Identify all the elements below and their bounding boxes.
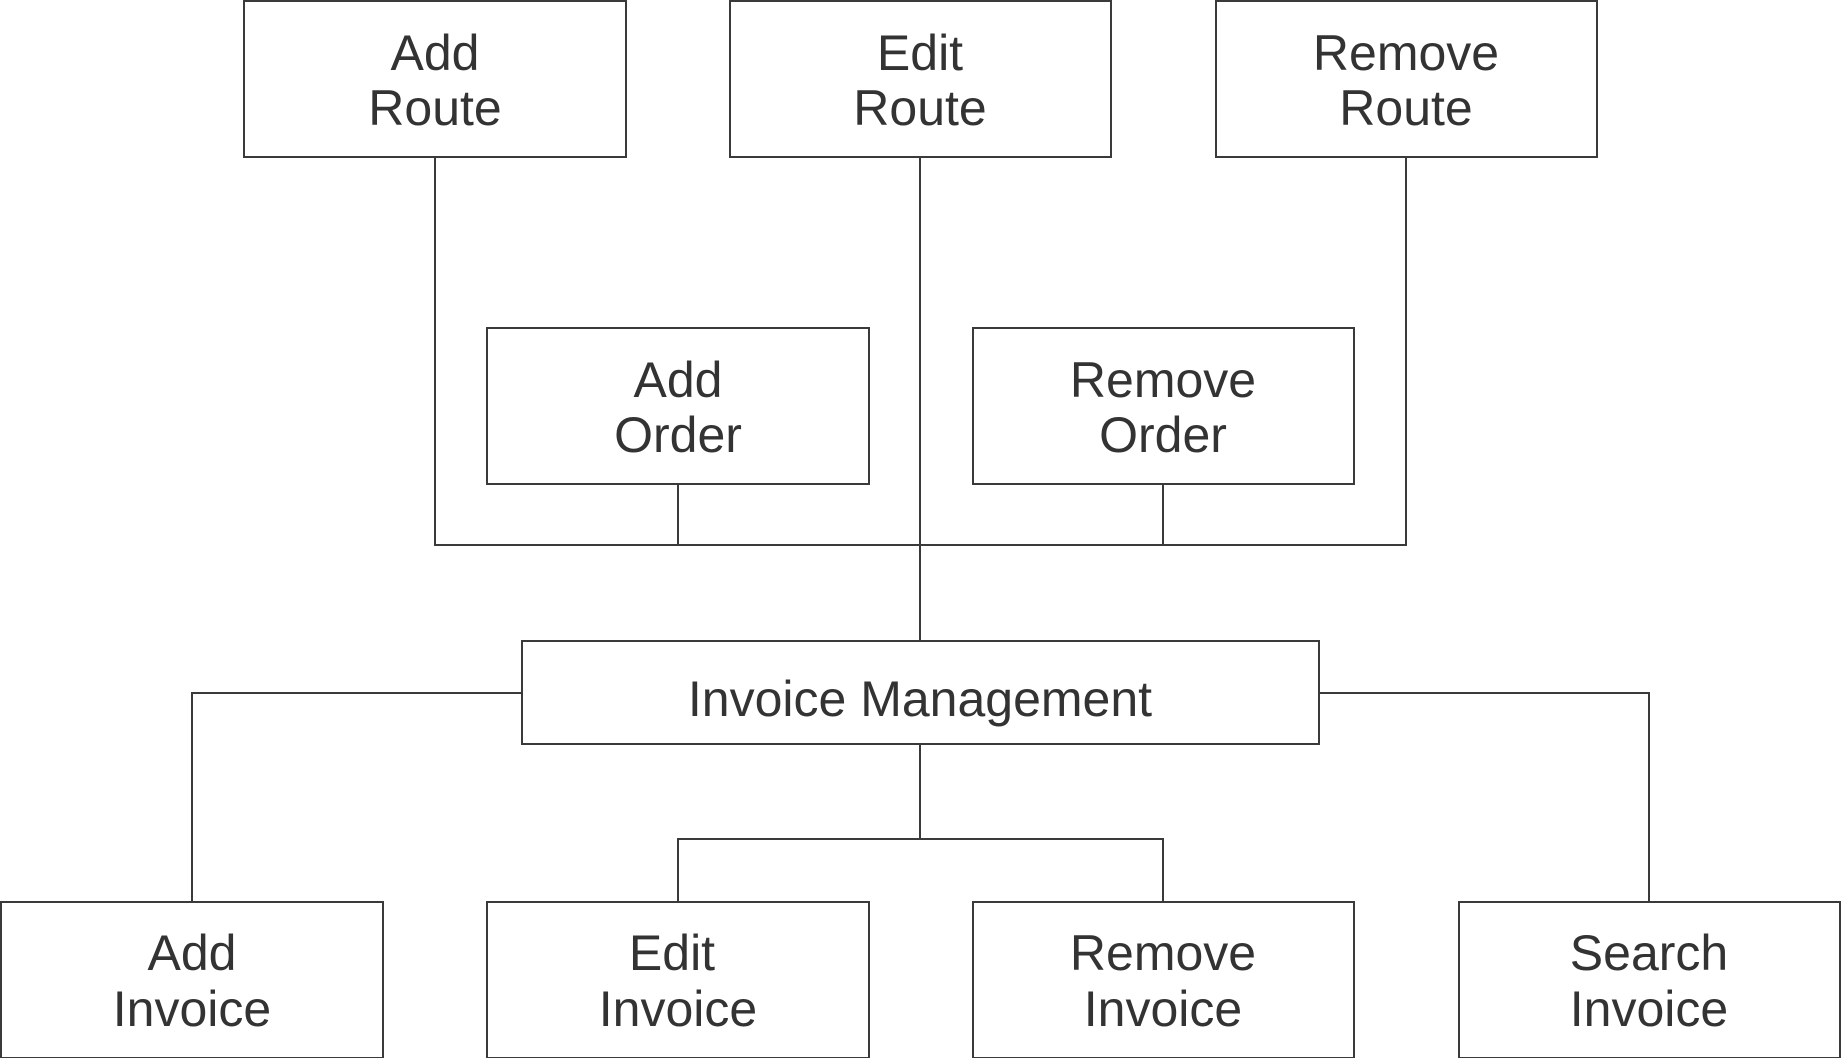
remove-order-label-line1: Remove <box>1070 352 1256 408</box>
top-connectors <box>434 157 1407 641</box>
search-invoice-label-line1: Search <box>1570 925 1728 981</box>
node-add-route: Add Route <box>243 0 627 158</box>
edit-invoice-box <box>486 901 870 1058</box>
search-invoice-label-line2: Invoice <box>1570 981 1728 1037</box>
add-order-label-line2: Order <box>614 407 742 463</box>
node-remove-route: Remove Route <box>1215 0 1598 158</box>
connector-add-route <box>434 157 920 546</box>
edit-route-label-line1: Edit <box>877 25 963 81</box>
node-remove-invoice: Remove Invoice <box>972 901 1355 1058</box>
remove-invoice-box <box>972 901 1355 1058</box>
add-invoice-label-line2: Invoice <box>113 981 271 1037</box>
remove-route-label-line2: Route <box>1339 80 1472 136</box>
remove-order-box <box>972 327 1355 485</box>
add-order-label-line1: Add <box>634 352 723 408</box>
invoice-management-box <box>521 640 1320 745</box>
connector-edit-remove-invoice <box>677 838 1164 902</box>
edit-route-box <box>729 0 1112 158</box>
add-route-label-line1: Add <box>391 25 480 81</box>
search-invoice-box <box>1458 901 1841 1058</box>
connector-remove-route <box>920 157 1407 546</box>
remove-invoice-label-line1: Remove <box>1070 925 1256 981</box>
remove-order-label-line2: Order <box>1099 407 1227 463</box>
connector-add-invoice <box>191 692 522 902</box>
edit-route-label-line2: Route <box>853 80 986 136</box>
node-add-invoice: Add Invoice <box>0 901 384 1058</box>
invoice-management-label: Invoice Management <box>688 671 1152 727</box>
edit-invoice-label-line2: Invoice <box>599 981 757 1037</box>
edit-invoice-label-line1: Edit <box>629 925 715 981</box>
add-route-box <box>243 0 627 158</box>
remove-invoice-label-line2: Invoice <box>1084 981 1242 1037</box>
node-remove-order: Remove Order <box>972 327 1355 485</box>
node-edit-invoice: Edit Invoice <box>486 901 870 1058</box>
bottom-connectors <box>191 692 1650 902</box>
add-route-label-line2: Route <box>368 80 501 136</box>
node-search-invoice: Search Invoice <box>1458 901 1841 1058</box>
node-invoice-management: Invoice Management <box>521 640 1320 745</box>
node-add-order: Add Order <box>486 327 870 485</box>
add-invoice-label-line1: Add <box>148 925 237 981</box>
add-invoice-box <box>0 901 384 1058</box>
connector-search-invoice <box>1319 692 1650 902</box>
node-edit-route: Edit Route <box>729 0 1112 158</box>
add-order-box <box>486 327 870 485</box>
remove-route-label-line1: Remove <box>1313 25 1499 81</box>
remove-route-box <box>1215 0 1598 158</box>
